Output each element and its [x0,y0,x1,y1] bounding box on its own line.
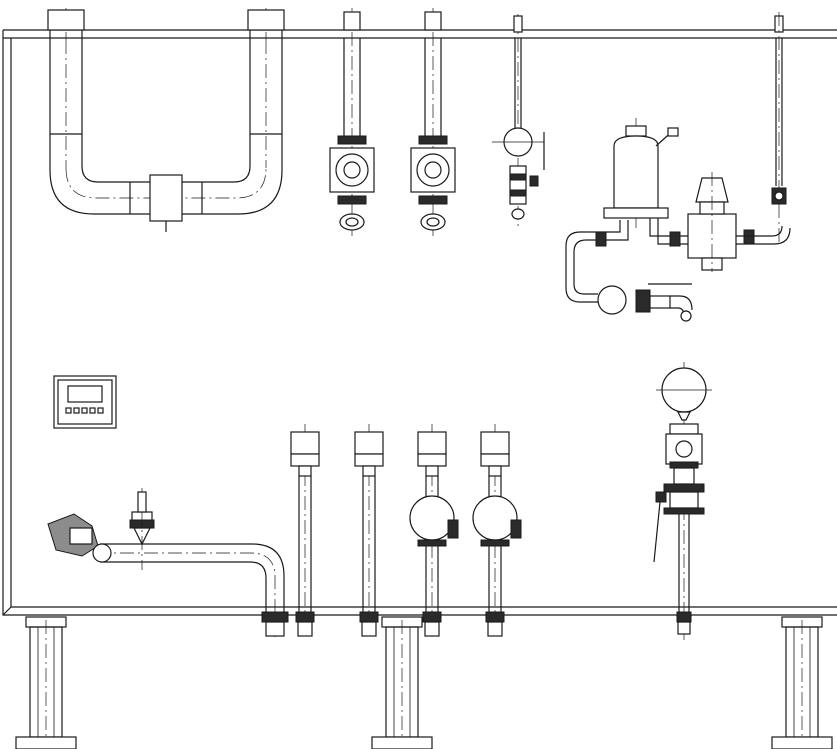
sensor-line-4-with-vessel [472,424,522,640]
skid-frame [2,29,837,616]
sensor-line-3-with-vessel [409,424,459,640]
sample-line-3-with-vessel [492,14,545,226]
sensor-line-1 [290,424,320,640]
controller-display-panel [53,375,117,429]
u-bend-pipe-loop [47,8,285,232]
filter-vessel-assembly [565,12,791,322]
inlet-pipe-with-valve [47,488,289,640]
sensor-line-2 [354,424,384,640]
sample-line-2 [410,8,456,236]
support-leg-right [771,616,833,749]
sample-line-1 [329,8,375,236]
support-leg-left [15,616,77,749]
gauge-valve-assembly [653,362,712,640]
support-leg-center [371,616,433,749]
